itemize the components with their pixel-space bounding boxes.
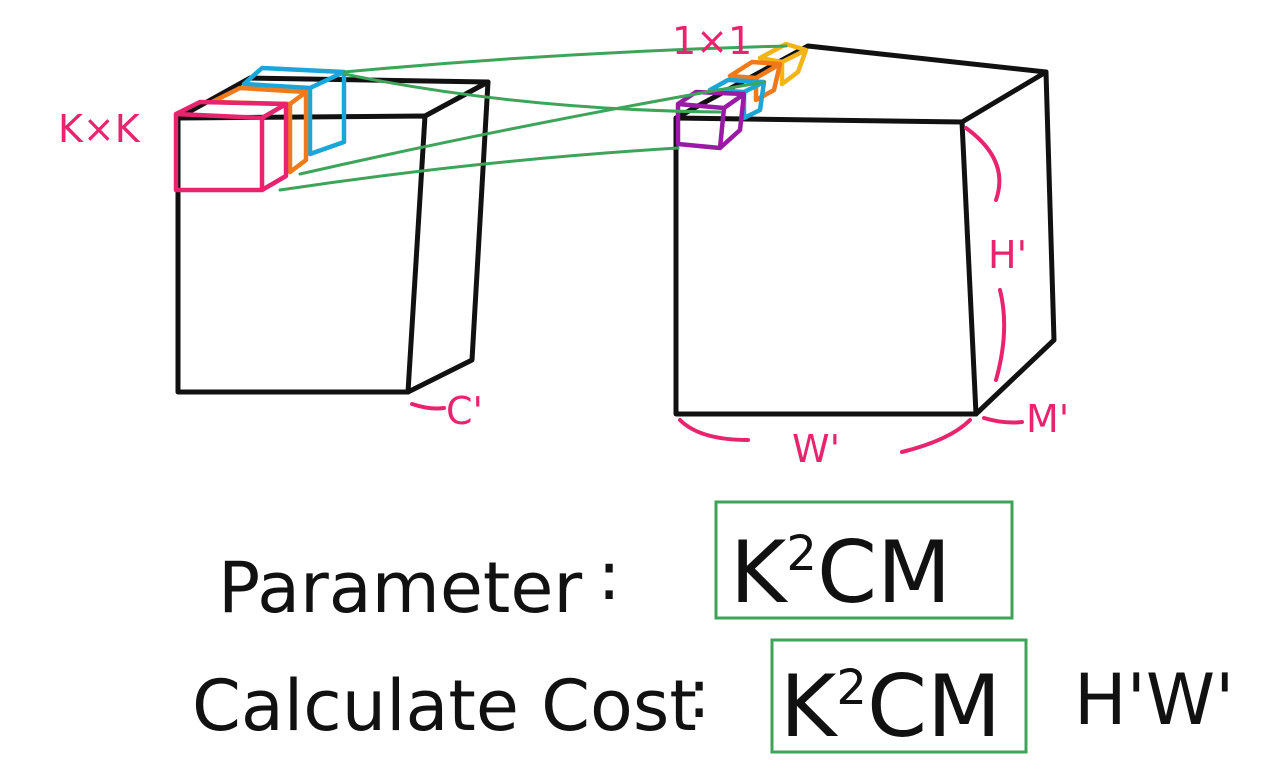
calculate-cost-result: K2CM xyxy=(780,657,1001,757)
input-front-face xyxy=(175,113,428,395)
kernel-yellow-cube xyxy=(757,41,809,87)
calculate-cost-base: K xyxy=(780,657,839,757)
output-right-face xyxy=(973,69,1057,417)
connector-line-2 xyxy=(342,72,722,114)
calculate-cost-separator: ∶ xyxy=(690,659,708,741)
channel-arc-output xyxy=(982,416,1024,425)
output-channel-label: M' xyxy=(1026,397,1069,441)
output-width-label: W' xyxy=(792,427,840,471)
parameter-result-box xyxy=(714,500,1014,620)
output-front-face xyxy=(673,115,979,417)
output-kernel-label: 1×1 xyxy=(672,19,752,63)
output-height-label: H' xyxy=(988,233,1027,277)
input-channel-label: C' xyxy=(446,389,483,433)
connector-line-1 xyxy=(342,44,788,74)
connector-line-4 xyxy=(278,146,680,192)
calculate-cost-exponent: 2 xyxy=(836,660,867,716)
parameter-formula: Parameter ∶ K2CM xyxy=(218,500,1014,629)
connector-line-3 xyxy=(298,80,766,176)
calculate-cost-extra: H'W' xyxy=(1074,659,1234,741)
parameter-result: K2CM xyxy=(730,523,951,623)
calculate-cost-rest: CM xyxy=(867,657,1001,757)
calculate-cost-label: Calculate Cost xyxy=(192,665,697,747)
parameter-exponent: 2 xyxy=(786,526,817,582)
kernel-connectors xyxy=(278,44,788,192)
input-kernel-label: K×K xyxy=(58,107,141,151)
input-kernel-cubes xyxy=(173,65,347,193)
parameter-rest: CM xyxy=(817,523,951,623)
calculate-cost-result-box xyxy=(770,638,1028,754)
channel-arc-input xyxy=(410,402,446,411)
parameter-base: K xyxy=(730,523,789,623)
kernel-pink-cube xyxy=(173,99,289,193)
input-right-face xyxy=(405,79,491,395)
input-tensor xyxy=(175,75,491,395)
calculate-cost-formula: Calculate Cost ∶ K2CM H'W' xyxy=(192,638,1234,757)
width-arc xyxy=(678,418,972,454)
parameter-label: Parameter xyxy=(218,547,582,629)
height-arc xyxy=(964,126,1007,382)
dimension-marks xyxy=(410,126,1024,454)
parameter-separator: ∶ xyxy=(600,541,618,623)
